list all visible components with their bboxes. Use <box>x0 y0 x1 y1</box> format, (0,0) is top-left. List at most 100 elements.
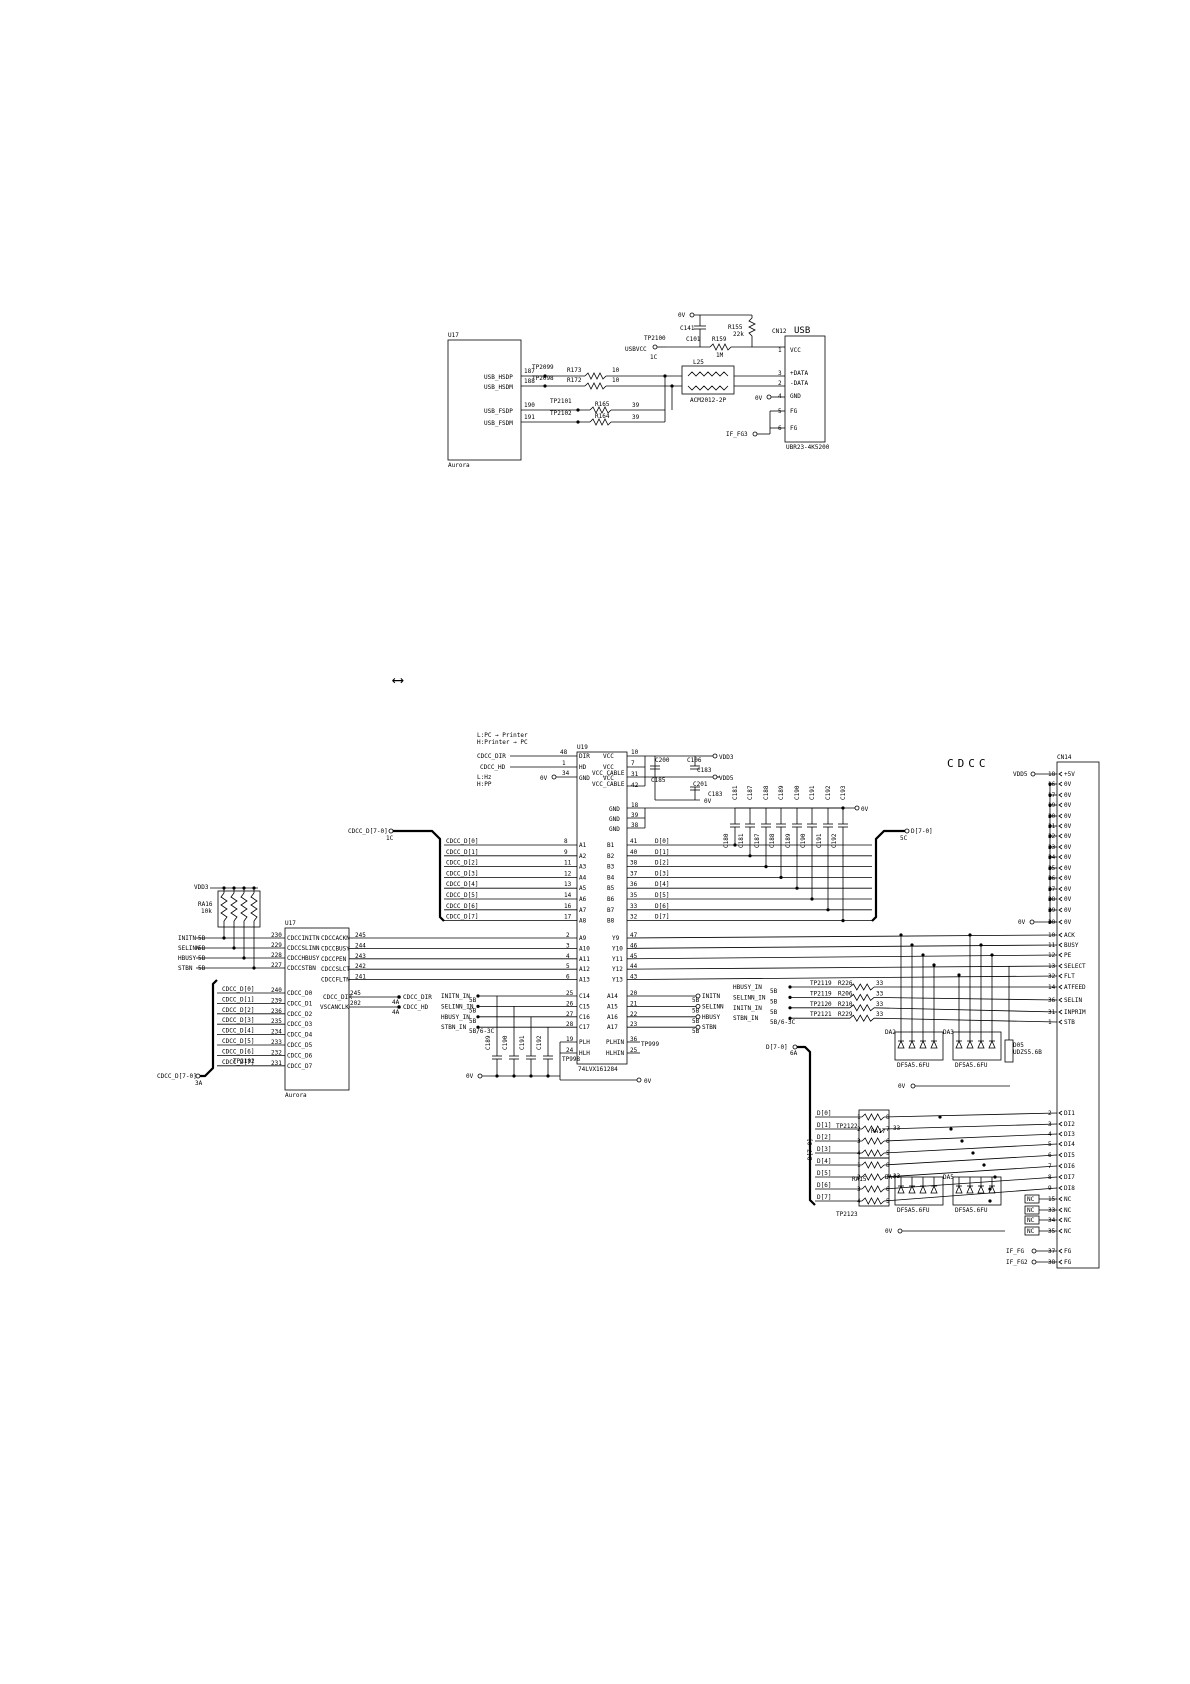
pin-num: 245 <box>355 932 366 939</box>
conn-pin-name: NC <box>1064 1207 1072 1214</box>
pin-num: 27 <box>566 1011 574 1018</box>
pin-num: 233 <box>271 1039 282 1046</box>
net-0v: 0V <box>678 312 686 319</box>
pin-num: 25 <box>566 990 574 997</box>
pin-arrow-icon <box>1058 907 1063 913</box>
ra-ref: RA17 <box>871 1128 886 1135</box>
parallel-connector-cn14[interactable] <box>1056 761 1100 1269</box>
net-tag: 5B <box>692 997 700 1004</box>
ic-u19-74lvx161284[interactable] <box>576 751 628 1065</box>
pin-num: 11 <box>564 860 572 867</box>
net-if-fg3: IF_FG3 <box>726 431 748 438</box>
net-label: SELINN_IN <box>441 1003 474 1010</box>
net-label: STBN_IN <box>733 1015 759 1022</box>
tp-label: TP2102 <box>233 1058 255 1065</box>
junction <box>764 865 768 869</box>
conn-pin-name: PE <box>1064 952 1072 959</box>
pin-name: CDCC_D6 <box>287 1052 313 1059</box>
conn-pin-name: DI4 <box>1064 1141 1075 1148</box>
pin-num: 41 <box>630 838 638 845</box>
pin-name: CDCC_D5 <box>287 1042 313 1049</box>
pin-num: 38 <box>630 860 638 867</box>
conn-pin-name: +5V <box>1064 771 1075 778</box>
ic-u17-aurora[interactable] <box>284 927 350 1091</box>
res-value: 10 <box>612 367 620 374</box>
pin-arrow-icon <box>1058 1019 1063 1025</box>
pin-arrow-icon <box>1058 875 1063 881</box>
res-ref: R210 <box>838 1001 853 1008</box>
conn-pin-num: 20 <box>1048 813 1056 820</box>
bus-tag: 5C <box>900 835 908 842</box>
pin-num: 22 <box>630 1011 638 1018</box>
pin-name: CDCCINITN <box>287 935 320 942</box>
conn-ref: CN14 <box>1057 754 1072 761</box>
pin-name: B1 <box>607 842 615 849</box>
cap-ref: C191 <box>519 1035 526 1050</box>
pin-num: 26 <box>566 1000 574 1007</box>
conn-pin-name: NC <box>1064 1228 1072 1235</box>
pin-name: CDCCPEN <box>321 956 347 963</box>
conn-pin-name: FG <box>790 425 798 432</box>
pin-num: 44 <box>630 963 638 970</box>
net-label: D[3] <box>655 870 669 877</box>
pin-name: CDCCSLINN <box>287 945 320 952</box>
junction <box>779 875 783 880</box>
pin-name: A3 <box>579 864 587 871</box>
pin-num: 5 <box>886 1150 890 1157</box>
junction <box>252 966 256 970</box>
diode-symbol <box>977 1039 985 1049</box>
conn-pin-name: 0V <box>1064 802 1072 809</box>
diode-ref: DA4 <box>885 1174 896 1181</box>
conn-pin-name: NC <box>1064 1217 1072 1224</box>
pin-name: CDCC_D2 <box>287 1011 313 1018</box>
diode-symbol <box>919 1039 927 1049</box>
wire <box>883 1176 1058 1190</box>
pin-arrow-icon <box>1058 802 1063 808</box>
junction <box>921 953 925 957</box>
cap-ref: C187 <box>754 833 761 848</box>
ic-name: Aurora <box>285 1092 307 1099</box>
bus-label: CDCC_D[7-0] <box>348 828 388 835</box>
pin-name: A15 <box>607 1003 618 1010</box>
net-label: CDCC_D[3] <box>446 870 479 877</box>
pin-name: A17 <box>607 1024 618 1031</box>
net-label: CDCC_D[6] <box>222 1048 255 1055</box>
pin-name: A12 <box>579 966 590 973</box>
diode-array-box <box>952 1031 1002 1061</box>
pin-num: 25 <box>630 1047 638 1054</box>
bus-label: CDCC_D[7-0] <box>157 1073 197 1080</box>
usb-connector-cn12[interactable] <box>784 335 826 443</box>
pin-arrow-icon <box>1058 823 1063 829</box>
hz-note: L:Hz <box>477 774 492 781</box>
net-label: CDCC_D[1] <box>446 849 479 856</box>
wire <box>883 1154 1058 1166</box>
net-label: CDCC_D[0] <box>222 986 255 993</box>
pin-num: 21 <box>630 1000 638 1007</box>
net-label: D[7] <box>655 914 669 921</box>
junction <box>476 1015 480 1019</box>
diode-ref: DA2 <box>885 1029 896 1036</box>
net-0v: 0V <box>755 395 763 402</box>
conn-pin-num: 17 <box>1048 792 1056 799</box>
diode-symbol <box>930 1184 938 1194</box>
pin-arrow-icon <box>1058 1248 1063 1254</box>
conn-pin-num: 26 <box>1048 875 1056 882</box>
pin-num: 236 <box>271 1008 282 1015</box>
net-label: D[2] <box>817 1134 831 1141</box>
pin-name: A7 <box>579 907 587 914</box>
net-tag: 5B <box>198 955 206 962</box>
pin-name: HD <box>579 764 587 771</box>
bus-d-6a <box>797 1045 816 1206</box>
net-0v: 0V <box>466 1073 474 1080</box>
conn-pin-name: DI2 <box>1064 1121 1075 1128</box>
net-label: CDCC_D[0] <box>446 838 479 845</box>
u19-a-pins: CDCC_D[0]8A1CDCC_D[1]9A2CDCC_D[2]11A3CDC… <box>444 838 587 925</box>
diode-symbol <box>897 1039 905 1049</box>
conn-pin-num: 10 <box>1048 932 1056 939</box>
conn-pin-name: DI7 <box>1064 1174 1075 1181</box>
pin-arrow-icon <box>1058 1217 1063 1223</box>
junction <box>949 1127 953 1131</box>
pin-name: CDCCFLTN <box>321 977 350 984</box>
net-label: CDCC_D[7] <box>222 1059 255 1066</box>
pin-name: CDCC_D1 <box>287 1000 313 1007</box>
